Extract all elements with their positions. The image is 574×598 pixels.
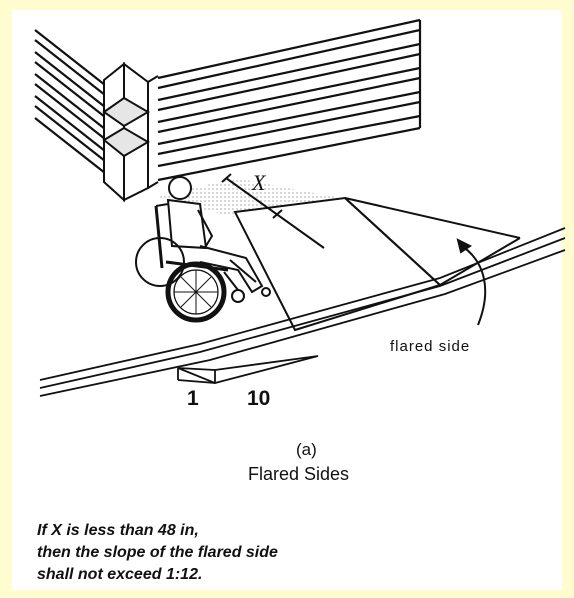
slope-rise-label: 1 <box>187 387 199 410</box>
note-line-3: shall not exceed 1:12. <box>37 566 203 583</box>
note-line-1: If X is less than 48 in, <box>37 522 199 539</box>
wheelchair-user <box>135 176 271 323</box>
figure-title: Flared Sides <box>248 464 350 484</box>
subfigure-label: (a) <box>296 440 317 459</box>
slope-run-label: 10 <box>247 387 271 410</box>
x-dimension-label: X <box>252 170 266 195</box>
building-left-siding <box>34 29 106 174</box>
flared-side-leader <box>456 238 487 326</box>
flare-wedge <box>177 355 319 384</box>
building-corner <box>102 61 159 203</box>
building-right-siding <box>157 18 422 182</box>
flared-side-label: flared side <box>390 338 471 355</box>
curb-lines <box>39 227 566 397</box>
note-line-2: then the slope of the flared side <box>37 544 278 561</box>
x-dimension-line <box>221 173 325 249</box>
slope-note: If X is less than 48 in, then the slope … <box>37 520 278 586</box>
